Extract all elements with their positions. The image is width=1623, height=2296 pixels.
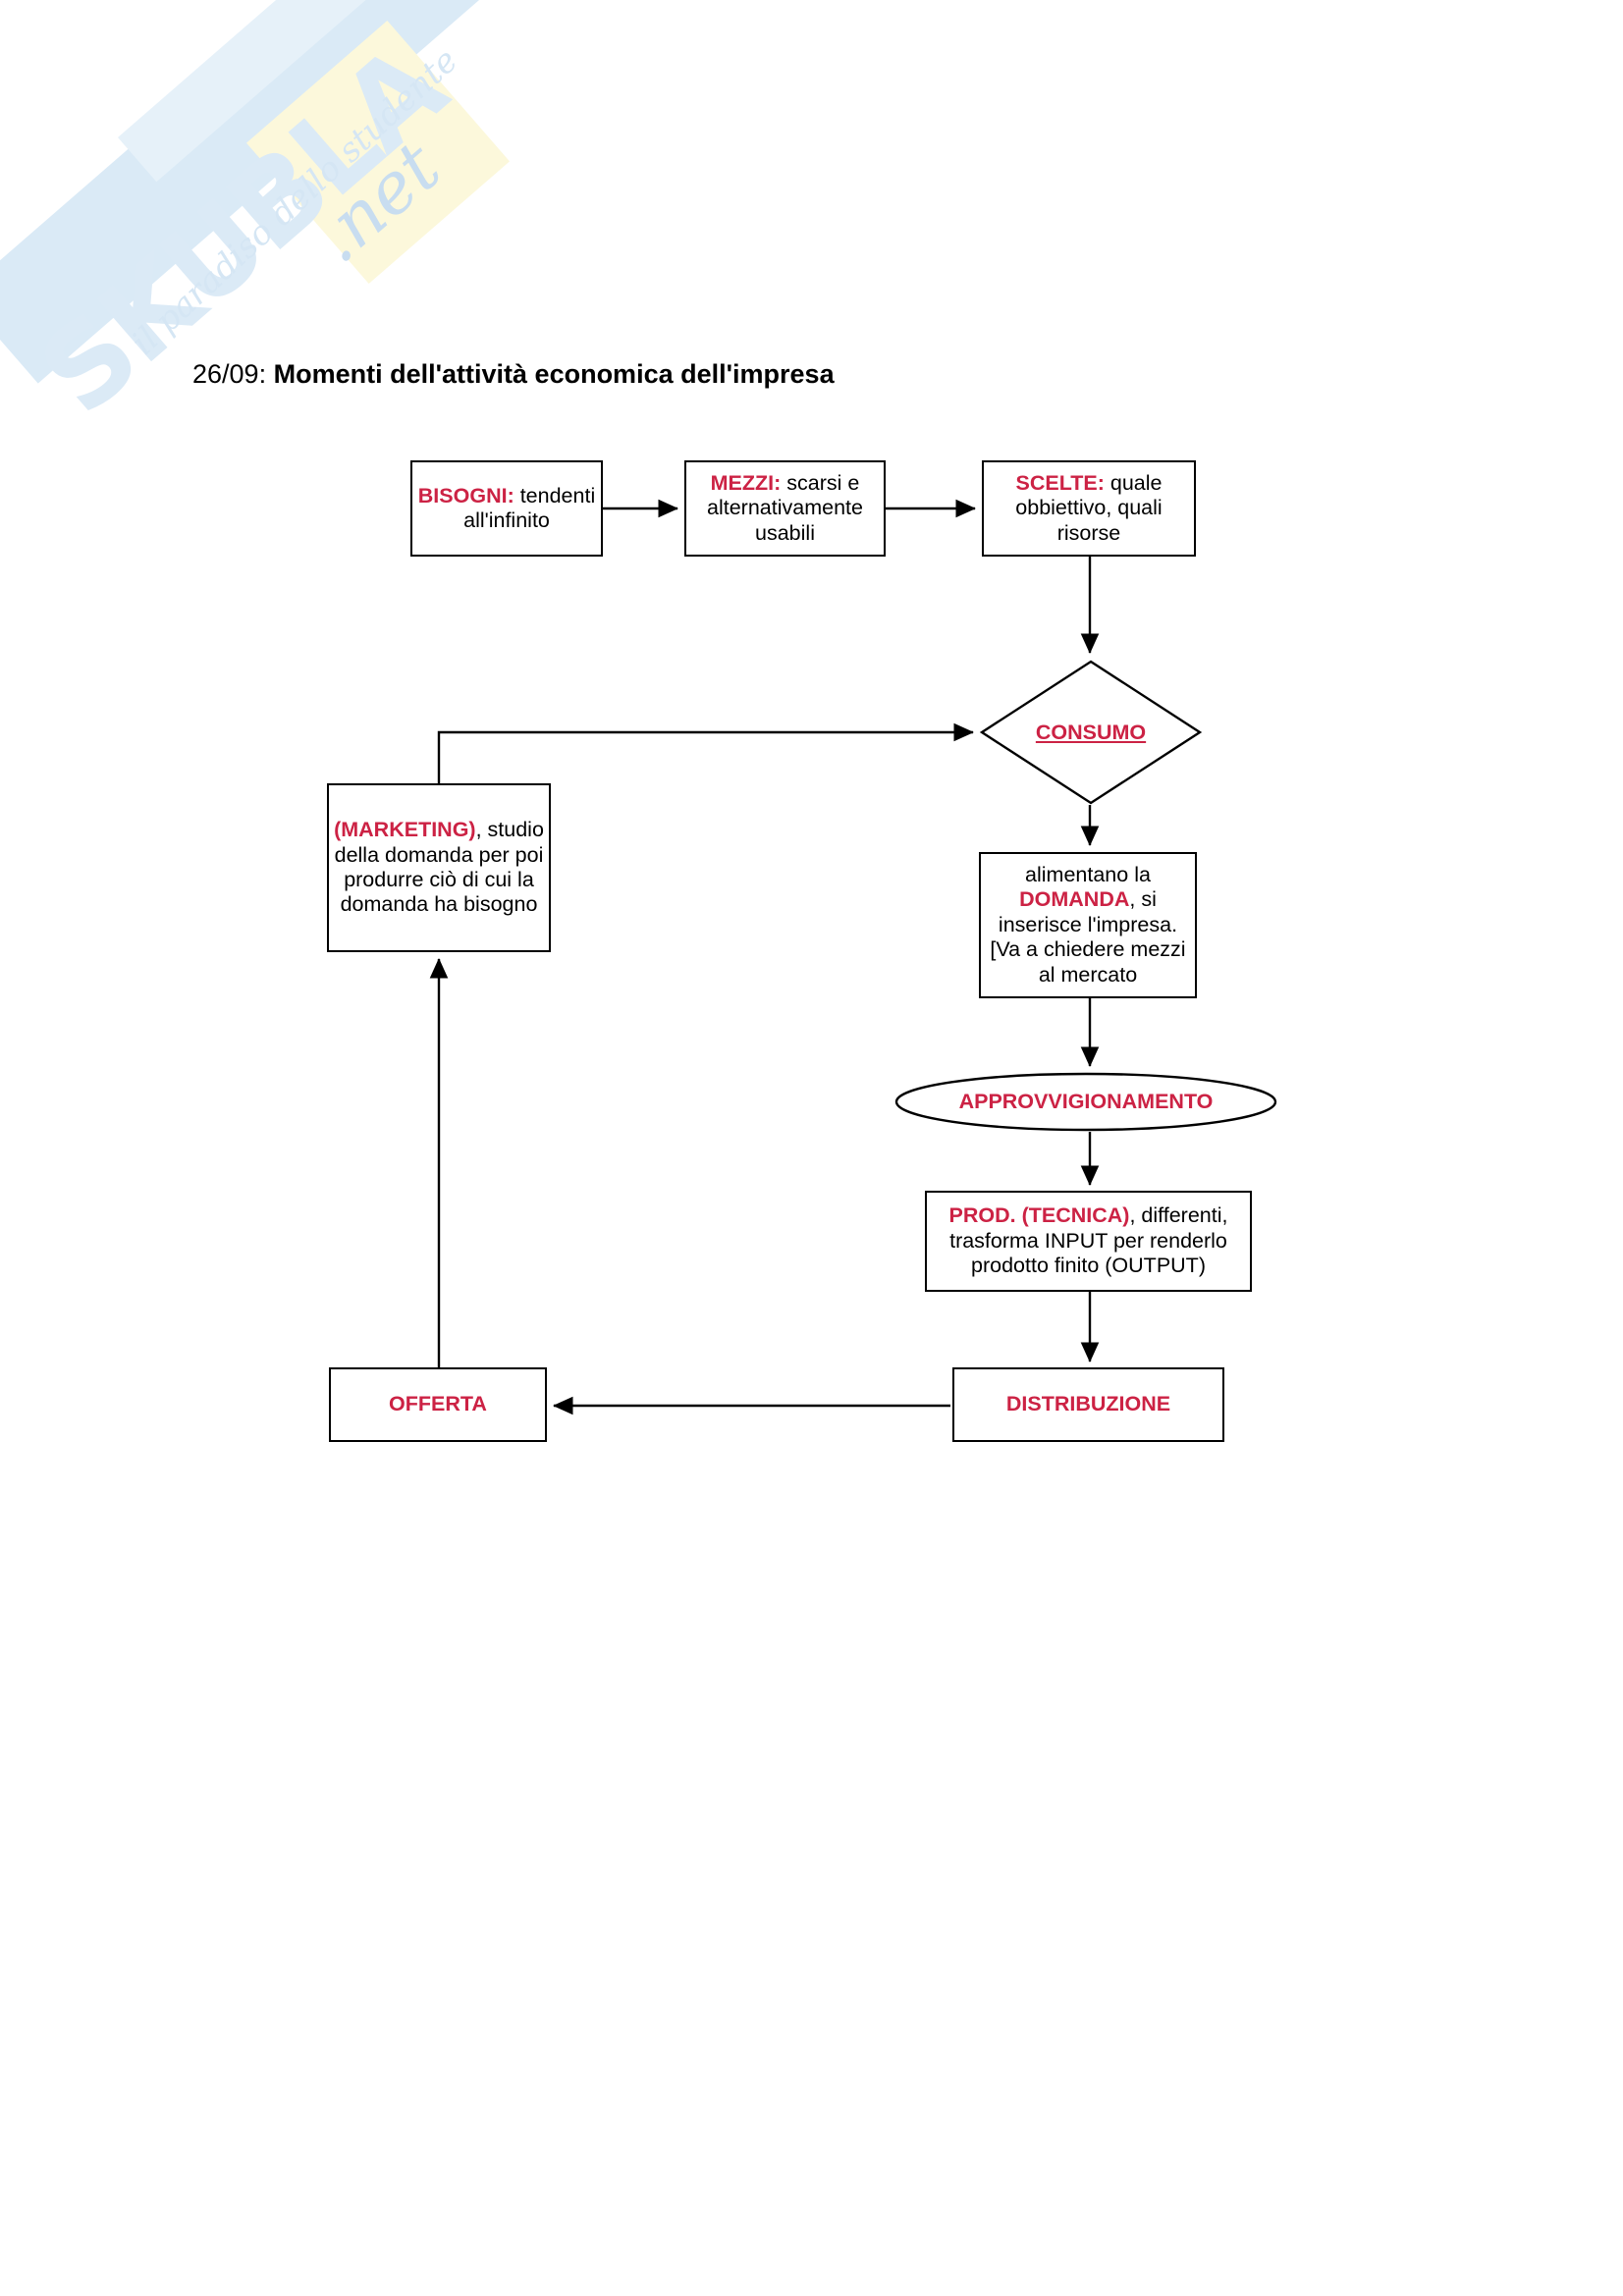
node-distribuzione-keyword: DISTRIBUZIONE: [1005, 1392, 1171, 1416]
node-approvvigionamento[interactable]: APPROVVIGIONAMENTO: [894, 1072, 1277, 1132]
node-consumo-keyword: CONSUMO: [1035, 720, 1147, 744]
node-bisogni-text: tendenti all'infinito: [463, 483, 596, 532]
node-scelte[interactable]: SCELTE: quale obbiettivo, quali risorse: [982, 460, 1196, 557]
node-scelte-text: quale obbiettivo, quali risorse: [1015, 470, 1163, 545]
page-title-heading: Momenti dell'attività economica dell'imp…: [273, 359, 835, 389]
node-bisogni[interactable]: BISOGNI: tendenti all'infinito: [410, 460, 603, 557]
node-approvvigionamento-keyword: APPROVVIGIONAMENTO: [958, 1090, 1214, 1113]
ellipse-shape: [894, 1072, 1277, 1132]
node-consumo[interactable]: CONSUMO: [980, 660, 1202, 805]
node-offerta[interactable]: OFFERTA: [329, 1367, 547, 1442]
node-consumo-label: CONSUMO: [980, 660, 1202, 805]
node-scelte-keyword: SCELTE:: [1015, 470, 1105, 495]
node-bisogni-keyword: BISOGNI:: [417, 483, 514, 507]
node-mezzi-text: scarsi e alternativamente usabili: [707, 470, 863, 545]
node-distribuzione[interactable]: DISTRIBUZIONE: [952, 1367, 1224, 1442]
node-domanda-keyword: DOMANDA: [1019, 887, 1130, 912]
node-domanda-prefix: alimentano la: [1025, 863, 1151, 887]
node-mezzi[interactable]: MEZZI: scarsi e alternativamente usabili: [684, 460, 886, 557]
node-domanda[interactable]: alimentano la DOMANDA, si inserisce l'im…: [979, 852, 1197, 998]
page-title-date: 26/09:: [192, 359, 267, 389]
diamond-shape: [980, 660, 1202, 805]
node-produzione[interactable]: PROD. (TECNICA), differenti, trasforma I…: [925, 1191, 1252, 1292]
node-domanda-text: , si inserisce l'impresa. [Va a chiedere…: [990, 887, 1186, 987]
page-title: 26/09: Momenti dell'attività economica d…: [192, 359, 835, 390]
node-mezzi-keyword: MEZZI:: [710, 470, 782, 495]
node-marketing[interactable]: (MARKETING), studio della domanda per po…: [327, 783, 551, 952]
node-produzione-text: , differenti, trasforma INPUT per render…: [949, 1203, 1228, 1278]
node-marketing-text: , studio della domanda per poi produrre …: [334, 818, 544, 917]
node-produzione-keyword: PROD. (TECNICA): [948, 1203, 1130, 1228]
node-approvvigionamento-label: APPROVVIGIONAMENTO: [894, 1072, 1277, 1132]
node-offerta-keyword: OFFERTA: [389, 1392, 487, 1416]
node-marketing-keyword: (MARKETING): [334, 818, 476, 842]
